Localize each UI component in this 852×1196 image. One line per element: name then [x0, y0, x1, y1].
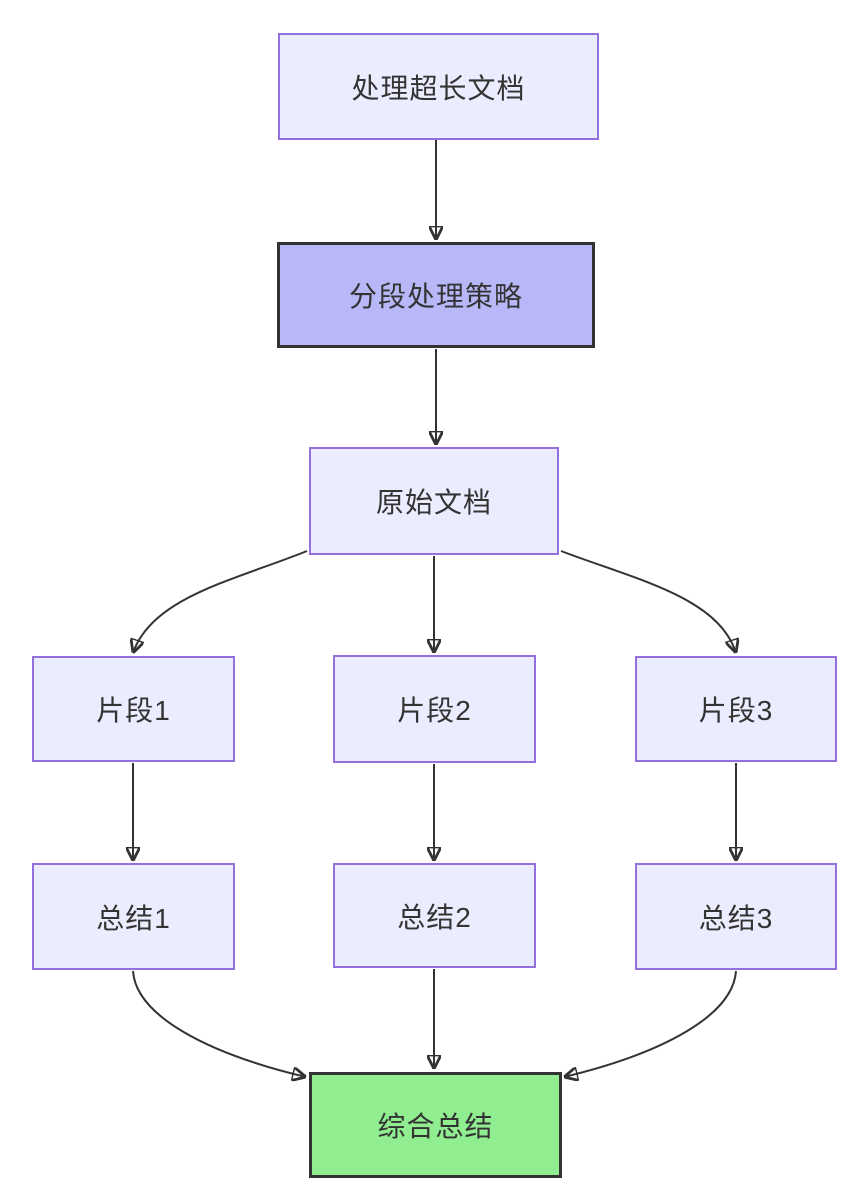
edge-g-j	[132, 970, 306, 1077]
node-fragment-1: 片段1	[32, 656, 235, 762]
node-summary-1: 总结1	[32, 863, 235, 970]
node-label: 总结2	[397, 901, 472, 933]
node-combined-summary: 综合总结	[309, 1072, 562, 1178]
node-fragment-2: 片段2	[333, 655, 536, 763]
node-label: 原始文档	[375, 487, 492, 518]
edge-c-d	[133, 550, 308, 653]
node-label: 片段3	[698, 695, 774, 726]
edge-i-j	[564, 970, 737, 1077]
node-label: 总结1	[96, 902, 171, 934]
node-label: 片段2	[397, 695, 472, 726]
node-summary-3: 总结3	[635, 863, 837, 970]
node-label: 分段处理策略	[348, 281, 523, 312]
node-label: 总结3	[698, 902, 774, 934]
node-segmented-strategy: 分段处理策略	[277, 242, 595, 348]
node-label: 综合总结	[377, 1111, 494, 1142]
node-summary-2: 总结2	[333, 863, 536, 968]
node-label: 处理超长文档	[351, 72, 526, 104]
node-original-document: 原始文档	[309, 447, 559, 555]
node-process-long-document: 处理超长文档	[278, 33, 599, 140]
node-label: 片段1	[96, 695, 171, 726]
edge-c-f	[560, 550, 736, 653]
node-fragment-3: 片段3	[635, 656, 837, 762]
